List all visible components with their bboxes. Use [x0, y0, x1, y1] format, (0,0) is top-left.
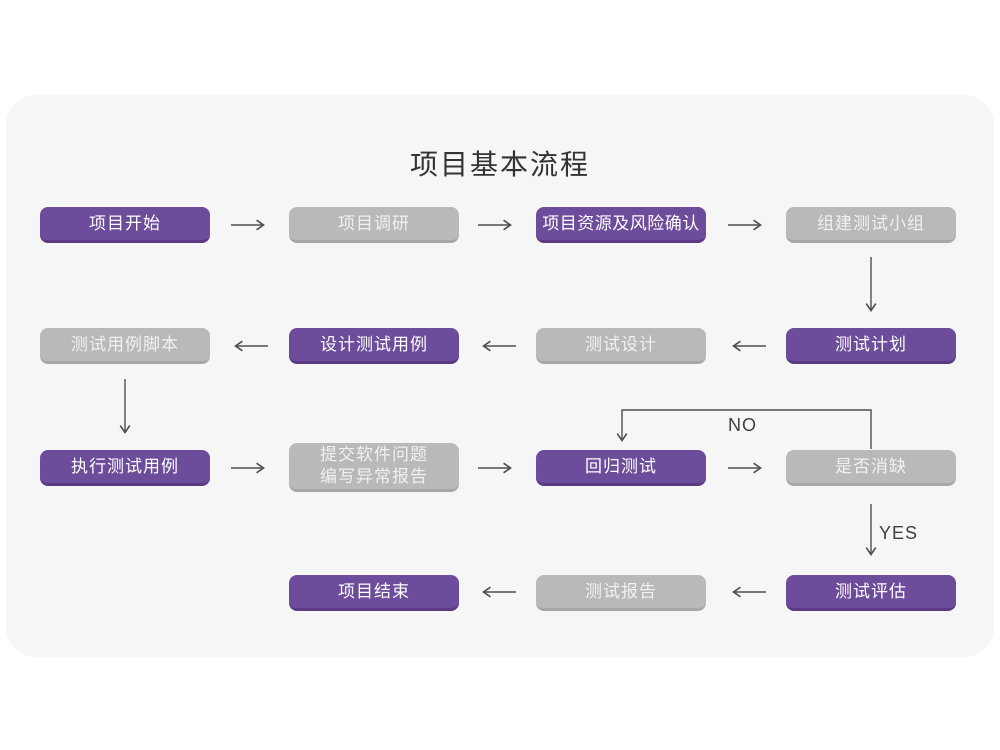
node-test-evaluation: 测试评估	[786, 575, 956, 611]
node-test-design: 测试设计	[536, 328, 706, 364]
node-project-research: 项目调研	[289, 207, 459, 243]
node-test-report: 测试报告	[536, 575, 706, 611]
node-design-test-cases: 设计测试用例	[289, 328, 459, 364]
node-build-test-team: 组建测试小组	[786, 207, 956, 243]
node-regression-test: 回归测试	[536, 450, 706, 486]
node-test-case-script: 测试用例脚本	[40, 328, 210, 364]
node-submit-issue-report: 提交软件问题 编写异常报告	[289, 443, 459, 492]
node-execute-test-cases: 执行测试用例	[40, 450, 210, 486]
node-test-plan: 测试计划	[786, 328, 956, 364]
node-project-start: 项目开始	[40, 207, 210, 243]
edge-label-no: NO	[728, 415, 757, 435]
page-title: 项目基本流程	[409, 149, 590, 180]
node-defect-resolved: 是否消缺	[786, 450, 956, 486]
edge-label-yes: YES	[879, 523, 919, 543]
flowchart-card	[6, 95, 994, 657]
node-project-end: 项目结束	[289, 575, 459, 611]
node-project-resources-risk: 项目资源及风险确认	[536, 207, 706, 243]
